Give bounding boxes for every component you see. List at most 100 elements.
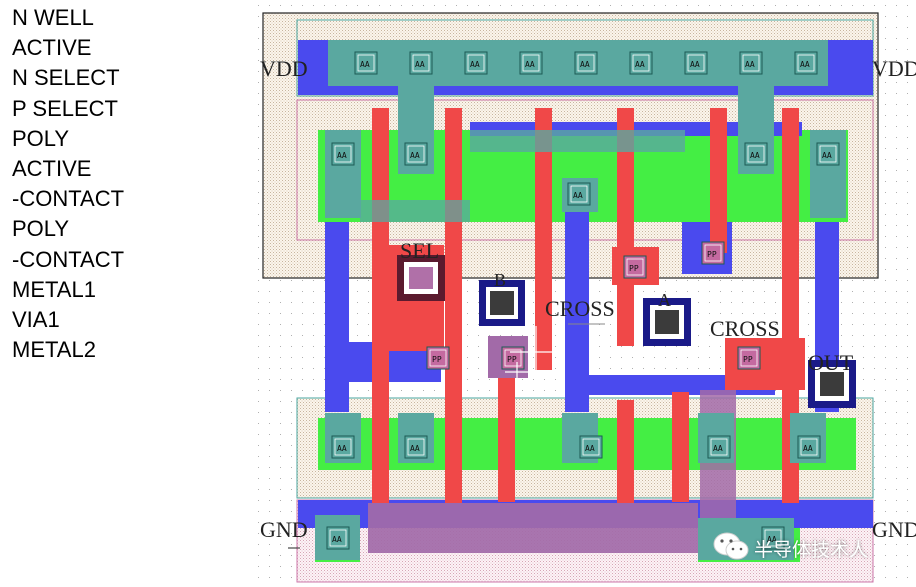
svg-text:AA: AA	[410, 151, 420, 160]
svg-text:AA: AA	[332, 535, 342, 544]
active-contact-icon: AA	[579, 435, 603, 459]
svg-text:AA: AA	[690, 60, 700, 69]
label-cross-1: CROSS	[545, 296, 615, 321]
svg-text:AA: AA	[635, 60, 645, 69]
svg-text:AA: AA	[580, 60, 590, 69]
legend-item: ACTIVE	[12, 35, 92, 61]
svg-text:AA: AA	[573, 191, 583, 200]
svg-text:AA: AA	[745, 60, 755, 69]
poly-gate-4	[617, 108, 634, 346]
poly-gate-2	[445, 108, 462, 503]
legend-item: METAL2	[12, 337, 96, 363]
legend-item: VIA1	[12, 307, 60, 333]
active-contact-icon: AA	[794, 51, 818, 75]
legend-item: N WELL	[12, 5, 94, 30]
label-vdd-left: VDD	[260, 56, 308, 81]
poly-gate-4-lower	[617, 400, 634, 503]
svg-text:AA: AA	[803, 444, 813, 453]
svg-text:PP: PP	[432, 355, 442, 364]
legend-item: METAL1	[12, 276, 96, 302]
active-contact-icon: AA	[707, 435, 731, 459]
svg-text:AA: AA	[337, 151, 347, 160]
crosshair-cursor-icon	[505, 326, 562, 382]
metal2-right-vertical	[700, 390, 736, 540]
svg-text:PP: PP	[507, 355, 517, 364]
active-contact-icon: AA	[739, 51, 763, 75]
active-contact-icon: AA	[409, 51, 433, 75]
active-contact-icon: AA	[744, 142, 768, 166]
metal1-left-vertical	[325, 222, 349, 412]
p-diff-bridge	[470, 130, 685, 152]
poly-gate-6	[782, 108, 799, 503]
poly-contact-icon: PP	[501, 346, 525, 370]
watermark: 半导体技术人	[712, 528, 912, 564]
legend-item: POLY	[12, 125, 70, 151]
label-cross-2: CROSS	[710, 316, 780, 341]
active-contact-icon: AA	[331, 142, 355, 166]
legend-item: P SELECT	[12, 95, 118, 121]
svg-text:AA: AA	[410, 444, 420, 453]
svg-text:AA: AA	[337, 444, 347, 453]
svg-text:AA: AA	[415, 60, 425, 69]
active-contact-icon: AA	[684, 51, 708, 75]
legend-item: POLY	[12, 216, 70, 242]
active-contact-icon: AA	[816, 142, 840, 166]
p-diff-bridge-left	[360, 200, 470, 222]
pin-out[interactable]	[808, 360, 856, 408]
svg-text:PP: PP	[629, 264, 639, 273]
active-contact-icon: AA	[326, 526, 350, 550]
svg-text:AA: AA	[360, 60, 370, 69]
svg-text:AA: AA	[713, 444, 723, 453]
svg-text:AA: AA	[750, 151, 760, 160]
svg-text:AA: AA	[767, 535, 777, 544]
poly-b-lower	[498, 342, 515, 502]
poly-gate-3	[535, 108, 552, 370]
poly-contact-icon: PP	[701, 241, 725, 265]
label-sel: SEL	[400, 238, 439, 263]
layer-legend: N WELL ACTIVE N SELECT P SELECT POLY ACT…	[12, 3, 252, 365]
svg-text:AA: AA	[800, 60, 810, 69]
svg-text:AA: AA	[470, 60, 480, 69]
wechat-icon	[713, 532, 749, 560]
metal2-bottom-strap	[368, 503, 698, 553]
svg-text:AA: AA	[585, 444, 595, 453]
poly-contact-icon: PP	[426, 346, 450, 370]
poly-a-lower	[672, 392, 689, 502]
legend-item: -CONTACT	[12, 186, 125, 212]
active-contact-icon: AA	[574, 51, 598, 75]
label-gnd-left: GND	[260, 517, 308, 542]
pin-sel[interactable]	[397, 255, 445, 301]
pin-a[interactable]	[643, 298, 691, 346]
label-vdd-right: VDD	[872, 56, 916, 81]
label-out: OUT	[808, 350, 854, 375]
svg-text:PP: PP	[707, 250, 717, 259]
label-a: A	[658, 290, 671, 310]
active-contact-icon: AA	[331, 435, 355, 459]
svg-text:PP: PP	[743, 355, 753, 364]
legend-item: -CONTACT	[12, 246, 125, 272]
active-contact-icon: AA	[354, 51, 378, 75]
active-contact-icon: AA	[797, 435, 821, 459]
poly-contact-icon: PP	[737, 346, 761, 370]
watermark-text: 半导体技术人	[754, 539, 869, 561]
active-contact-icon: AA	[629, 51, 653, 75]
active-contact-icon: AA	[464, 51, 488, 75]
legend-item: ACTIVE	[12, 156, 92, 182]
active-contact-icon: AA	[404, 142, 428, 166]
poly-contacts: PP PP PP PP PP	[426, 241, 761, 370]
label-gnd-right: GND	[872, 517, 916, 542]
poly-gate-5	[710, 108, 727, 253]
legend-item: N SELECT	[12, 65, 120, 91]
poly-contact-icon: PP	[623, 255, 647, 279]
active-contact-icon: AA	[519, 51, 543, 75]
label-b: B	[494, 270, 506, 290]
active-contact-icon: AA	[761, 526, 785, 550]
pin-b[interactable]	[479, 280, 525, 326]
poly-cross-pad	[725, 338, 805, 390]
active-contact-icon: AA	[567, 182, 591, 206]
active-contact-icon: AA	[404, 435, 428, 459]
svg-text:AA: AA	[525, 60, 535, 69]
svg-text:AA: AA	[822, 151, 832, 160]
